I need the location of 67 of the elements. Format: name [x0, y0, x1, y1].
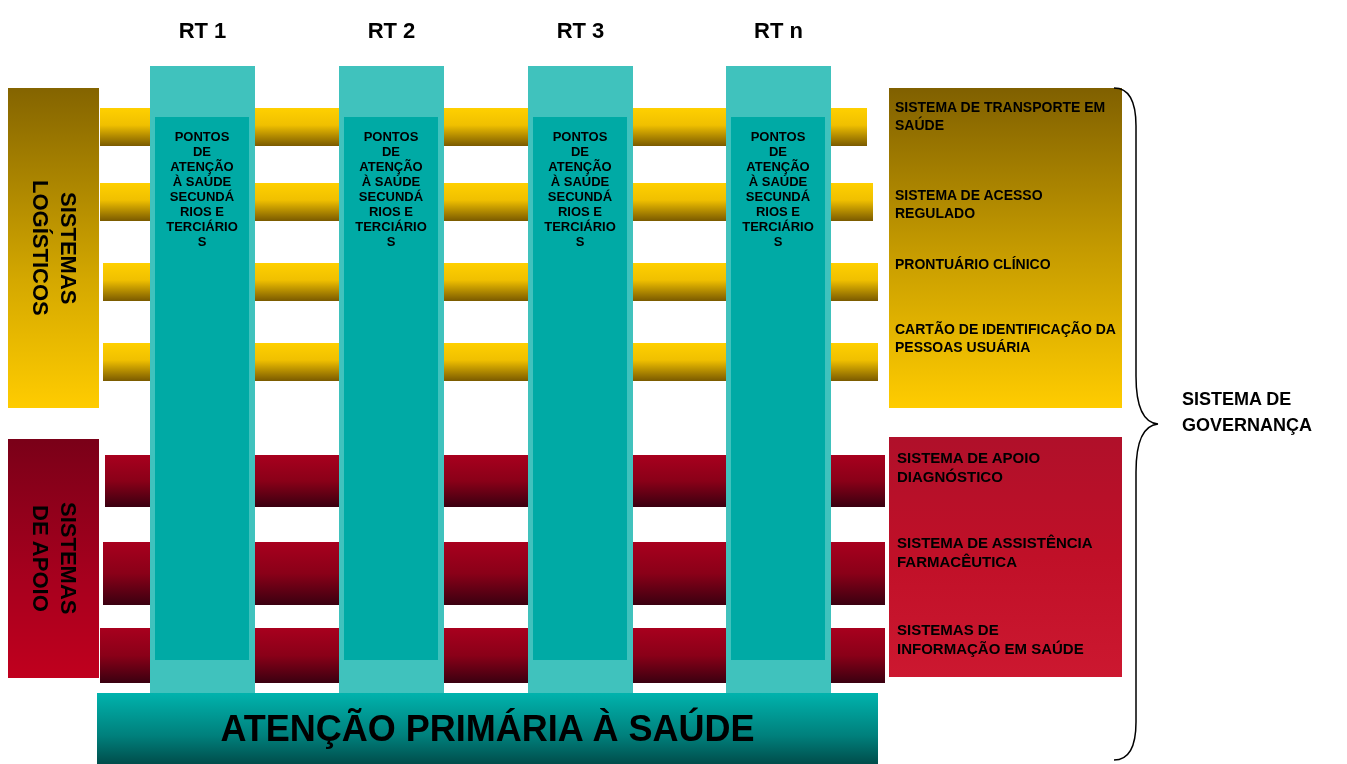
column-bar	[726, 66, 831, 693]
box-text: PONTOS DE ATENÇÃO À SAÚDE SECUNDÁRIOS E TERCIÁRIOS	[166, 129, 238, 249]
pipe-segment	[831, 628, 885, 683]
system-label: CARTÃO DE IDENTIFICAÇÃO DA PESSOAS USUÁRIA	[895, 320, 1117, 356]
care-box	[344, 117, 438, 660]
box-text: PONTOS DE ATENÇÃO À SAÚDE SECUNDÁRIOS E TERCIÁRIOS	[544, 129, 616, 249]
system-panel	[889, 88, 1122, 408]
column-bar	[339, 66, 444, 693]
pipe-segment	[255, 108, 339, 146]
system-label: SISTEMA DE ASSISTÊNCIA FARMACÊUTICA	[897, 533, 1094, 571]
pipe-segment	[831, 108, 867, 146]
pipe-segment	[103, 263, 150, 301]
pipe-segment	[633, 628, 726, 683]
pipe-segment	[444, 263, 528, 301]
panel-title: SISTEMAS DE APOIO	[26, 501, 82, 617]
base-bar	[97, 693, 878, 764]
system-label: PRONTUÁRIO CLÍNICO	[895, 255, 1052, 273]
pipe-segment	[100, 108, 150, 146]
pipe-segment	[444, 343, 528, 381]
base-title: ATENÇÃO PRIMÁRIA À SAÚDE	[220, 706, 755, 751]
column-heading: RT 1	[177, 17, 228, 45]
care-box	[731, 117, 825, 660]
system-label: SISTEMA DE APOIO DIAGNÓSTICO	[897, 448, 1042, 486]
pipe-segment	[100, 183, 150, 221]
column-heading: RT n	[753, 17, 804, 45]
pipe-segment	[831, 263, 878, 301]
pipe-segment	[255, 628, 339, 683]
pipe-segment	[255, 542, 339, 605]
pipe-segment	[633, 263, 726, 301]
pipe-segment	[831, 455, 885, 507]
pipe-segment	[444, 183, 528, 221]
pipe-segment	[103, 542, 150, 605]
side-panel	[8, 439, 99, 678]
pipe-segment	[255, 455, 339, 507]
care-box	[155, 117, 249, 660]
pipe-segment	[444, 455, 528, 507]
pipe-segment	[633, 343, 726, 381]
pipe-segment	[255, 343, 339, 381]
governance-label: SISTEMA DE GOVERNANÇA	[1182, 388, 1313, 437]
side-panel	[8, 88, 99, 408]
system-label: SISTEMAS DE INFORMAÇÃO EM SAÚDE	[897, 620, 1085, 658]
pipe-segment	[633, 108, 726, 146]
pipe-segment	[103, 343, 150, 381]
pipe-segment	[105, 455, 150, 507]
pipe-segment	[444, 542, 528, 605]
system-label: SISTEMA DE TRANSPORTE EM SAÚDE	[895, 98, 1107, 134]
pipe-segment	[831, 343, 878, 381]
box-text: PONTOS DE ATENÇÃO À SAÚDE SECUNDÁRIOS E TERCIÁRIOS	[742, 129, 814, 249]
pipe-segment	[255, 183, 339, 221]
column-bar	[528, 66, 633, 693]
pipe-segment	[633, 455, 726, 507]
pipe-segment	[633, 542, 726, 605]
pipe-segment	[831, 183, 873, 221]
column-heading: RT 2	[366, 17, 417, 45]
column-heading: RT 3	[555, 17, 606, 45]
panel-title: SISTEMAS LOGÍSTICOS	[26, 179, 82, 318]
system-panel	[889, 437, 1122, 677]
system-label: SISTEMA DE ACESSO REGULADO	[895, 186, 1044, 222]
pipe-segment	[255, 263, 339, 301]
care-box	[533, 117, 627, 660]
column-bar	[150, 66, 255, 693]
pipe-segment	[444, 628, 528, 683]
pipe-segment	[444, 108, 528, 146]
box-text: PONTOS DE ATENÇÃO À SAÚDE SECUNDÁRIOS E TERCIÁRIOS	[355, 129, 427, 249]
pipe-segment	[831, 542, 885, 605]
pipe-segment	[100, 628, 150, 683]
pipe-segment	[633, 183, 726, 221]
